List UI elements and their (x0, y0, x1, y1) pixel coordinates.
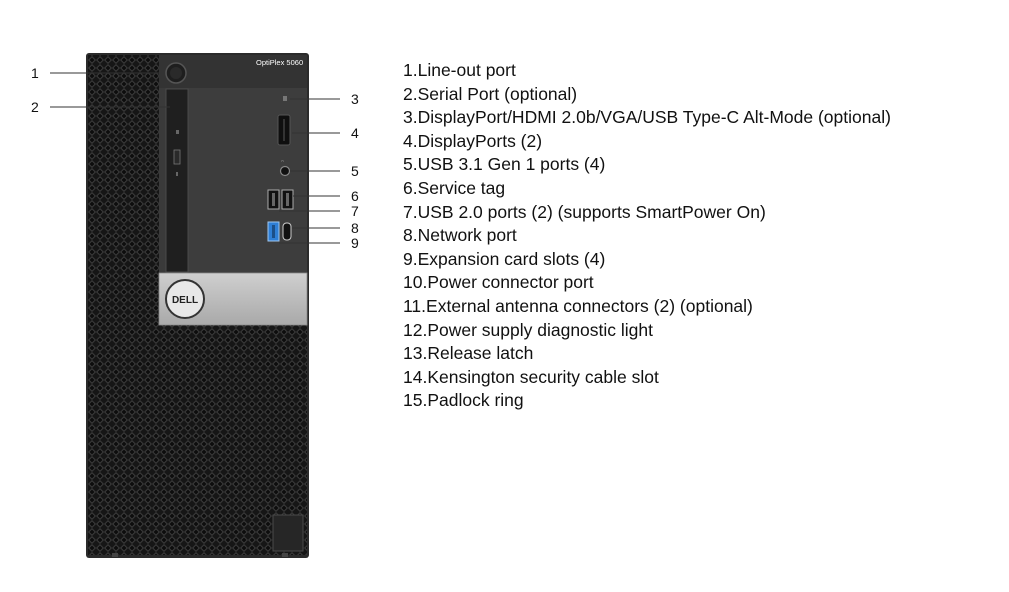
legend-item: 7.USB 2.0 ports (2) (supports SmartPower… (403, 201, 766, 222)
usb-3-port (267, 221, 280, 242)
component-legend: 1.Line-out port 2.Serial Port (optional)… (403, 59, 891, 413)
callout-1: 1 (31, 65, 39, 81)
callout-6: 6 (351, 188, 359, 204)
legend-item: 4.DisplayPorts (2) (403, 130, 543, 151)
callout-5: 5 (351, 163, 359, 179)
optical-drive (165, 88, 189, 273)
padlock-cover (272, 514, 304, 552)
leader-lines (50, 72, 340, 244)
legend-item: 13.Release latch (403, 343, 534, 364)
legend-item: 6.Service tag (403, 177, 506, 198)
dell-logo: DELL (165, 279, 205, 319)
legend-item: 11.External antenna connectors (2) (opti… (403, 295, 753, 316)
legend-item: 8.Network port (403, 225, 517, 246)
callout-7: 7 (351, 203, 359, 219)
svg-text:DELL: DELL (172, 295, 198, 306)
callout-2: 2 (31, 99, 39, 115)
legend-item: 1.Line-out port (403, 60, 516, 80)
callout-3: 3 (351, 91, 359, 107)
hdd-activity-light (283, 96, 287, 101)
product-label: OptiPlex 5060 (256, 58, 303, 67)
legend-item: 10.Power connector port (403, 272, 594, 293)
callout-9: 9 (351, 235, 359, 251)
legend-item: 5.USB 3.1 Gen 1 ports (4) (403, 154, 606, 175)
power-button[interactable] (165, 62, 187, 84)
legend-item: 2.Serial Port (optional) (403, 83, 578, 104)
usb-2-port-left (267, 189, 280, 210)
callout-8: 8 (351, 220, 359, 236)
svg-text:∩: ∩ (281, 158, 284, 163)
legend-item: 3.DisplayPort/HDMI 2.0b/VGA/USB Type-C A… (403, 107, 891, 128)
sd-card-slot (277, 114, 291, 146)
legend-item: 9.Expansion card slots (4) (403, 248, 606, 269)
drive-activity-light (176, 130, 179, 134)
usb-2-port-right (281, 189, 294, 210)
legend-item: 12.Power supply diagnostic light (403, 319, 654, 340)
legend-item: 14.Kensington security cable slot (403, 366, 659, 387)
callout-4: 4 (351, 125, 359, 141)
legend-item: 15.Padlock ring (403, 390, 524, 411)
eject-button (173, 149, 181, 165)
headset-jack: ∩ (279, 158, 291, 177)
usb-type-c-port (282, 222, 292, 241)
